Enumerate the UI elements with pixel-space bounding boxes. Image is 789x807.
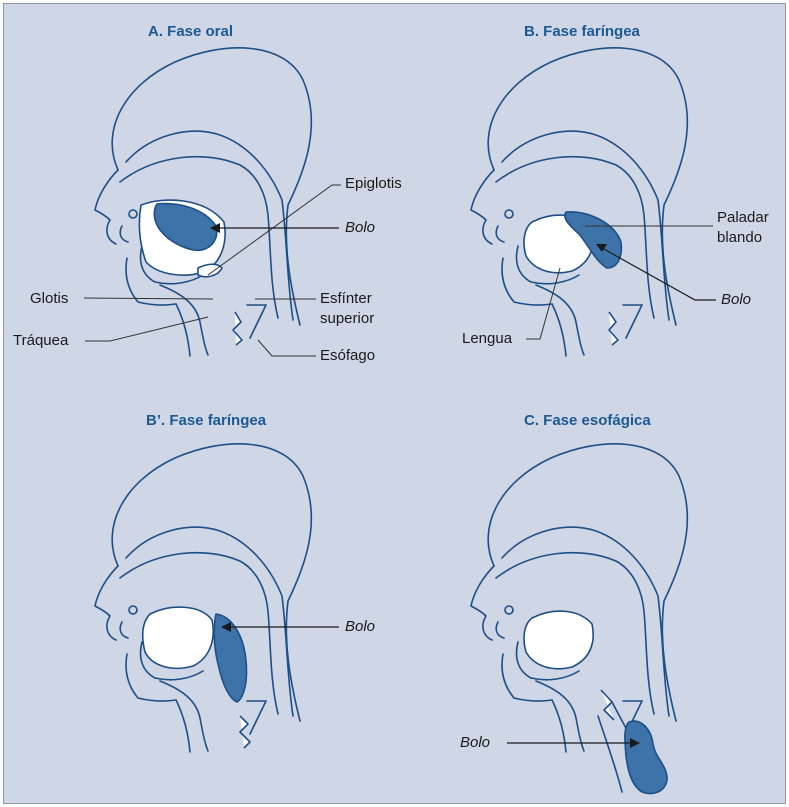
panel-b2-drawing: [95, 444, 311, 752]
panel-c-title: C. Fase esofágica: [524, 412, 651, 429]
label-bolo-c: Bolo: [460, 733, 490, 753]
panel-b-title: B. Fase faríngea: [524, 23, 640, 40]
bolus-c: [625, 721, 667, 793]
upper-sphincter-a: [233, 312, 242, 345]
label-esfinter-superior: Esfínter superior: [320, 289, 374, 329]
label-paladar-blando: Paladar blando: [717, 208, 769, 248]
panel-a-title: A. Fase oral: [148, 23, 233, 40]
panel-a-drawing: [95, 48, 311, 356]
label-glotis: Glotis: [30, 289, 68, 309]
panel-b2-title: B’. Fase faríngea: [146, 412, 266, 429]
label-bolo-b: Bolo: [721, 290, 751, 310]
upper-sphincter-b: [609, 312, 618, 345]
oral-cavity-b2: [143, 607, 213, 668]
label-bolo-a: Bolo: [345, 218, 375, 238]
upper-sphincter-c: [601, 690, 614, 720]
upper-sphincter-b2: [240, 716, 250, 748]
panel-c-drawing: [471, 444, 687, 794]
label-lengua: Lengua: [462, 329, 512, 349]
label-esofago: Esófago: [320, 346, 375, 366]
label-bolo-b2: Bolo: [345, 617, 375, 637]
epiglottis-a: [198, 264, 222, 277]
label-epiglotis: Epiglotis: [345, 174, 402, 194]
oral-cavity-c: [524, 611, 593, 669]
label-traquea: Tráquea: [13, 331, 68, 351]
panel-b-drawing: [471, 48, 687, 356]
